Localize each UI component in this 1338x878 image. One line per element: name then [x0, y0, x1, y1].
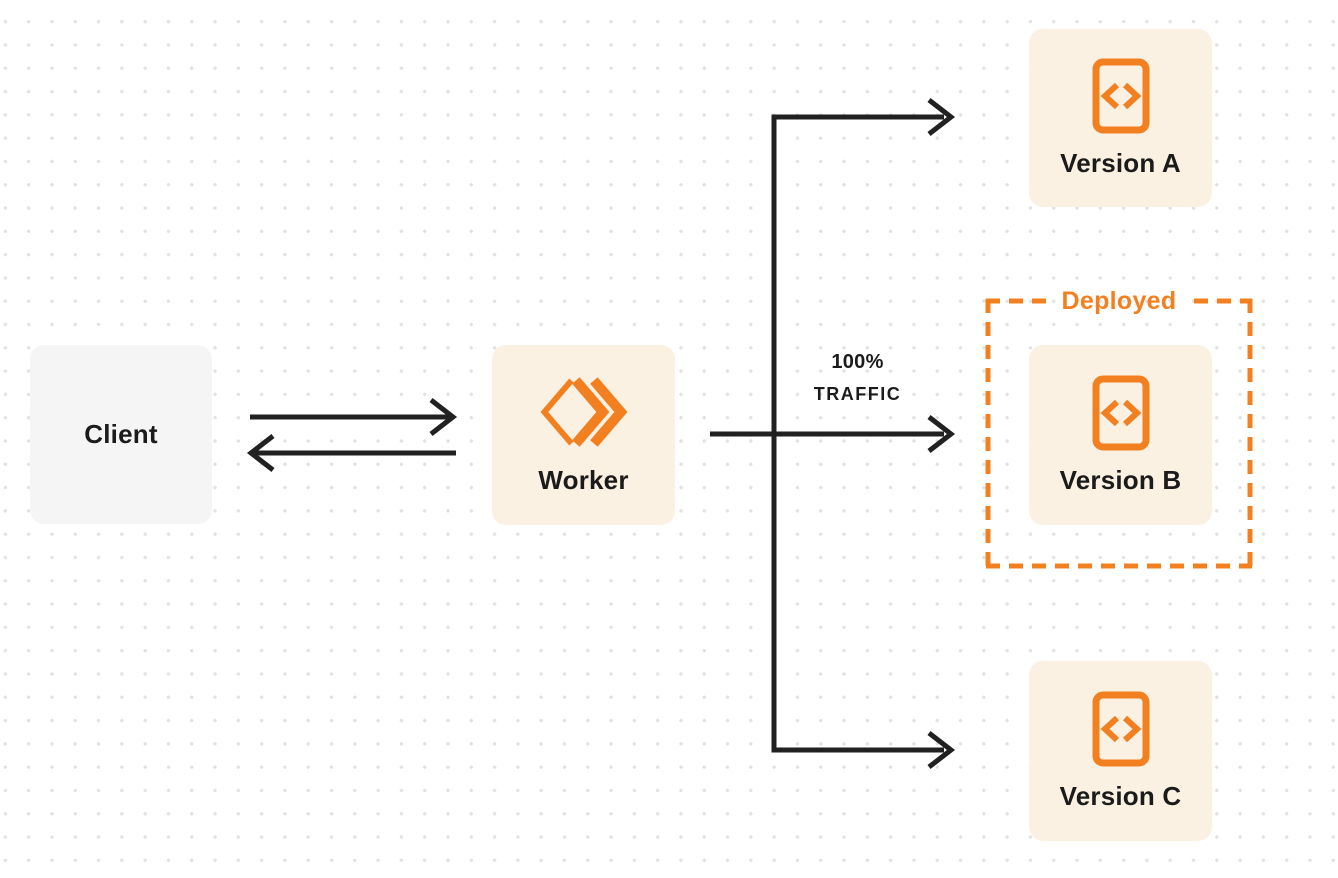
version-c-node: Version C [1029, 661, 1212, 841]
branch-to-version-c-arrowhead [927, 731, 956, 769]
traffic-percent-label: 100% [831, 351, 884, 373]
branch-to-version-a-arrowhead [927, 98, 956, 136]
code-file-icon [1092, 691, 1150, 767]
deployed-dashed-border [985, 298, 1253, 569]
workers-logo-icon [539, 374, 629, 450]
version-a-node-label: Version A [1060, 147, 1181, 178]
client-node-label: Client [84, 419, 158, 449]
version-a-node: Version A [1029, 29, 1212, 207]
worker-node-label: Worker [538, 465, 629, 495]
code-file-icon [1092, 375, 1150, 451]
version-b-node-label: Version B [1059, 464, 1182, 495]
deployed-label: Deployed [1061, 287, 1177, 315]
worker-to-version-b-arrow [710, 415, 956, 453]
version-b-node: Version B [1029, 345, 1212, 525]
code-file-icon [1092, 58, 1150, 134]
worker-node: Worker [492, 345, 675, 525]
client-to-worker-arrow [250, 398, 458, 436]
traffic-annotation: 100% TRAFFIC [780, 351, 935, 405]
version-c-node-label: Version C [1059, 780, 1182, 811]
worker-to-client-arrow [246, 434, 456, 472]
branch-trunk-line [771, 114, 944, 753]
traffic-word-label: TRAFFIC [813, 384, 902, 404]
client-node: Client [30, 345, 212, 524]
